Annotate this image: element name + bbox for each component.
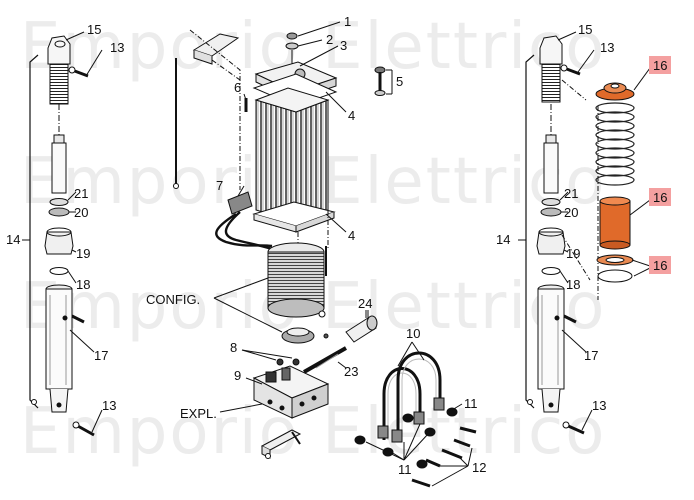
callout-9: 9 xyxy=(234,368,241,383)
callout-11-right: 11 xyxy=(464,396,478,411)
central-assembly xyxy=(173,21,393,459)
callout-5: 5 xyxy=(396,74,403,89)
callout-8: 8 xyxy=(230,340,237,355)
callout-13-right-bottom: 13 xyxy=(592,398,606,413)
callout-4-top: 4 xyxy=(348,108,355,123)
callout-19-right: 19 xyxy=(566,246,580,261)
callout-labels: 15 13 14 21 20 19 18 17 13 15 13 14 21 2… xyxy=(6,14,667,477)
callout-12: 12 xyxy=(472,460,486,475)
highlight-box-16-middle xyxy=(649,188,671,206)
callout-6: 6 xyxy=(234,80,241,95)
callout-20-left: 20 xyxy=(74,205,88,220)
callout-19-left: 19 xyxy=(76,246,90,261)
highlight-box-16-top xyxy=(649,56,671,74)
callout-16-middle: 16 xyxy=(653,190,667,205)
callout-20-right: 20 xyxy=(564,205,578,220)
highlight-box-16-bottom xyxy=(649,256,671,274)
callout-18-left: 18 xyxy=(76,277,90,292)
callout-15-left: 15 xyxy=(87,22,101,37)
callout-23: 23 xyxy=(344,364,358,379)
callout-11-bottom: 11 xyxy=(398,462,412,477)
callout-14-left: 14 xyxy=(6,232,20,247)
callout-24: 24 xyxy=(358,296,372,311)
callout-14-right: 14 xyxy=(496,232,510,247)
callout-18-right: 18 xyxy=(566,277,580,292)
hose-assembly xyxy=(354,341,477,488)
expl-label: EXPL. xyxy=(180,406,217,421)
callout-13-right-top: 13 xyxy=(600,40,614,55)
callout-17-left: 17 xyxy=(94,348,108,363)
config-label: CONFIG. xyxy=(146,292,200,307)
callout-13-left-top: 13 xyxy=(110,40,124,55)
callout-15-right: 15 xyxy=(578,22,592,37)
callout-3: 3 xyxy=(340,38,347,53)
callout-7: 7 xyxy=(216,178,223,193)
callout-10: 10 xyxy=(406,326,420,341)
callout-16-top: 16 xyxy=(653,58,667,73)
left-assembly xyxy=(22,31,103,437)
callout-1: 1 xyxy=(344,14,351,29)
callout-21-left: 21 xyxy=(74,186,88,201)
callout-2: 2 xyxy=(326,32,333,47)
callout-16-bottom: 16 xyxy=(653,258,667,273)
callout-13-left-bottom: 13 xyxy=(102,398,116,413)
callout-21-right: 21 xyxy=(564,186,578,201)
right-assembly xyxy=(518,31,651,435)
callout-4-bottom: 4 xyxy=(348,228,355,243)
callout-17-right: 17 xyxy=(584,348,598,363)
